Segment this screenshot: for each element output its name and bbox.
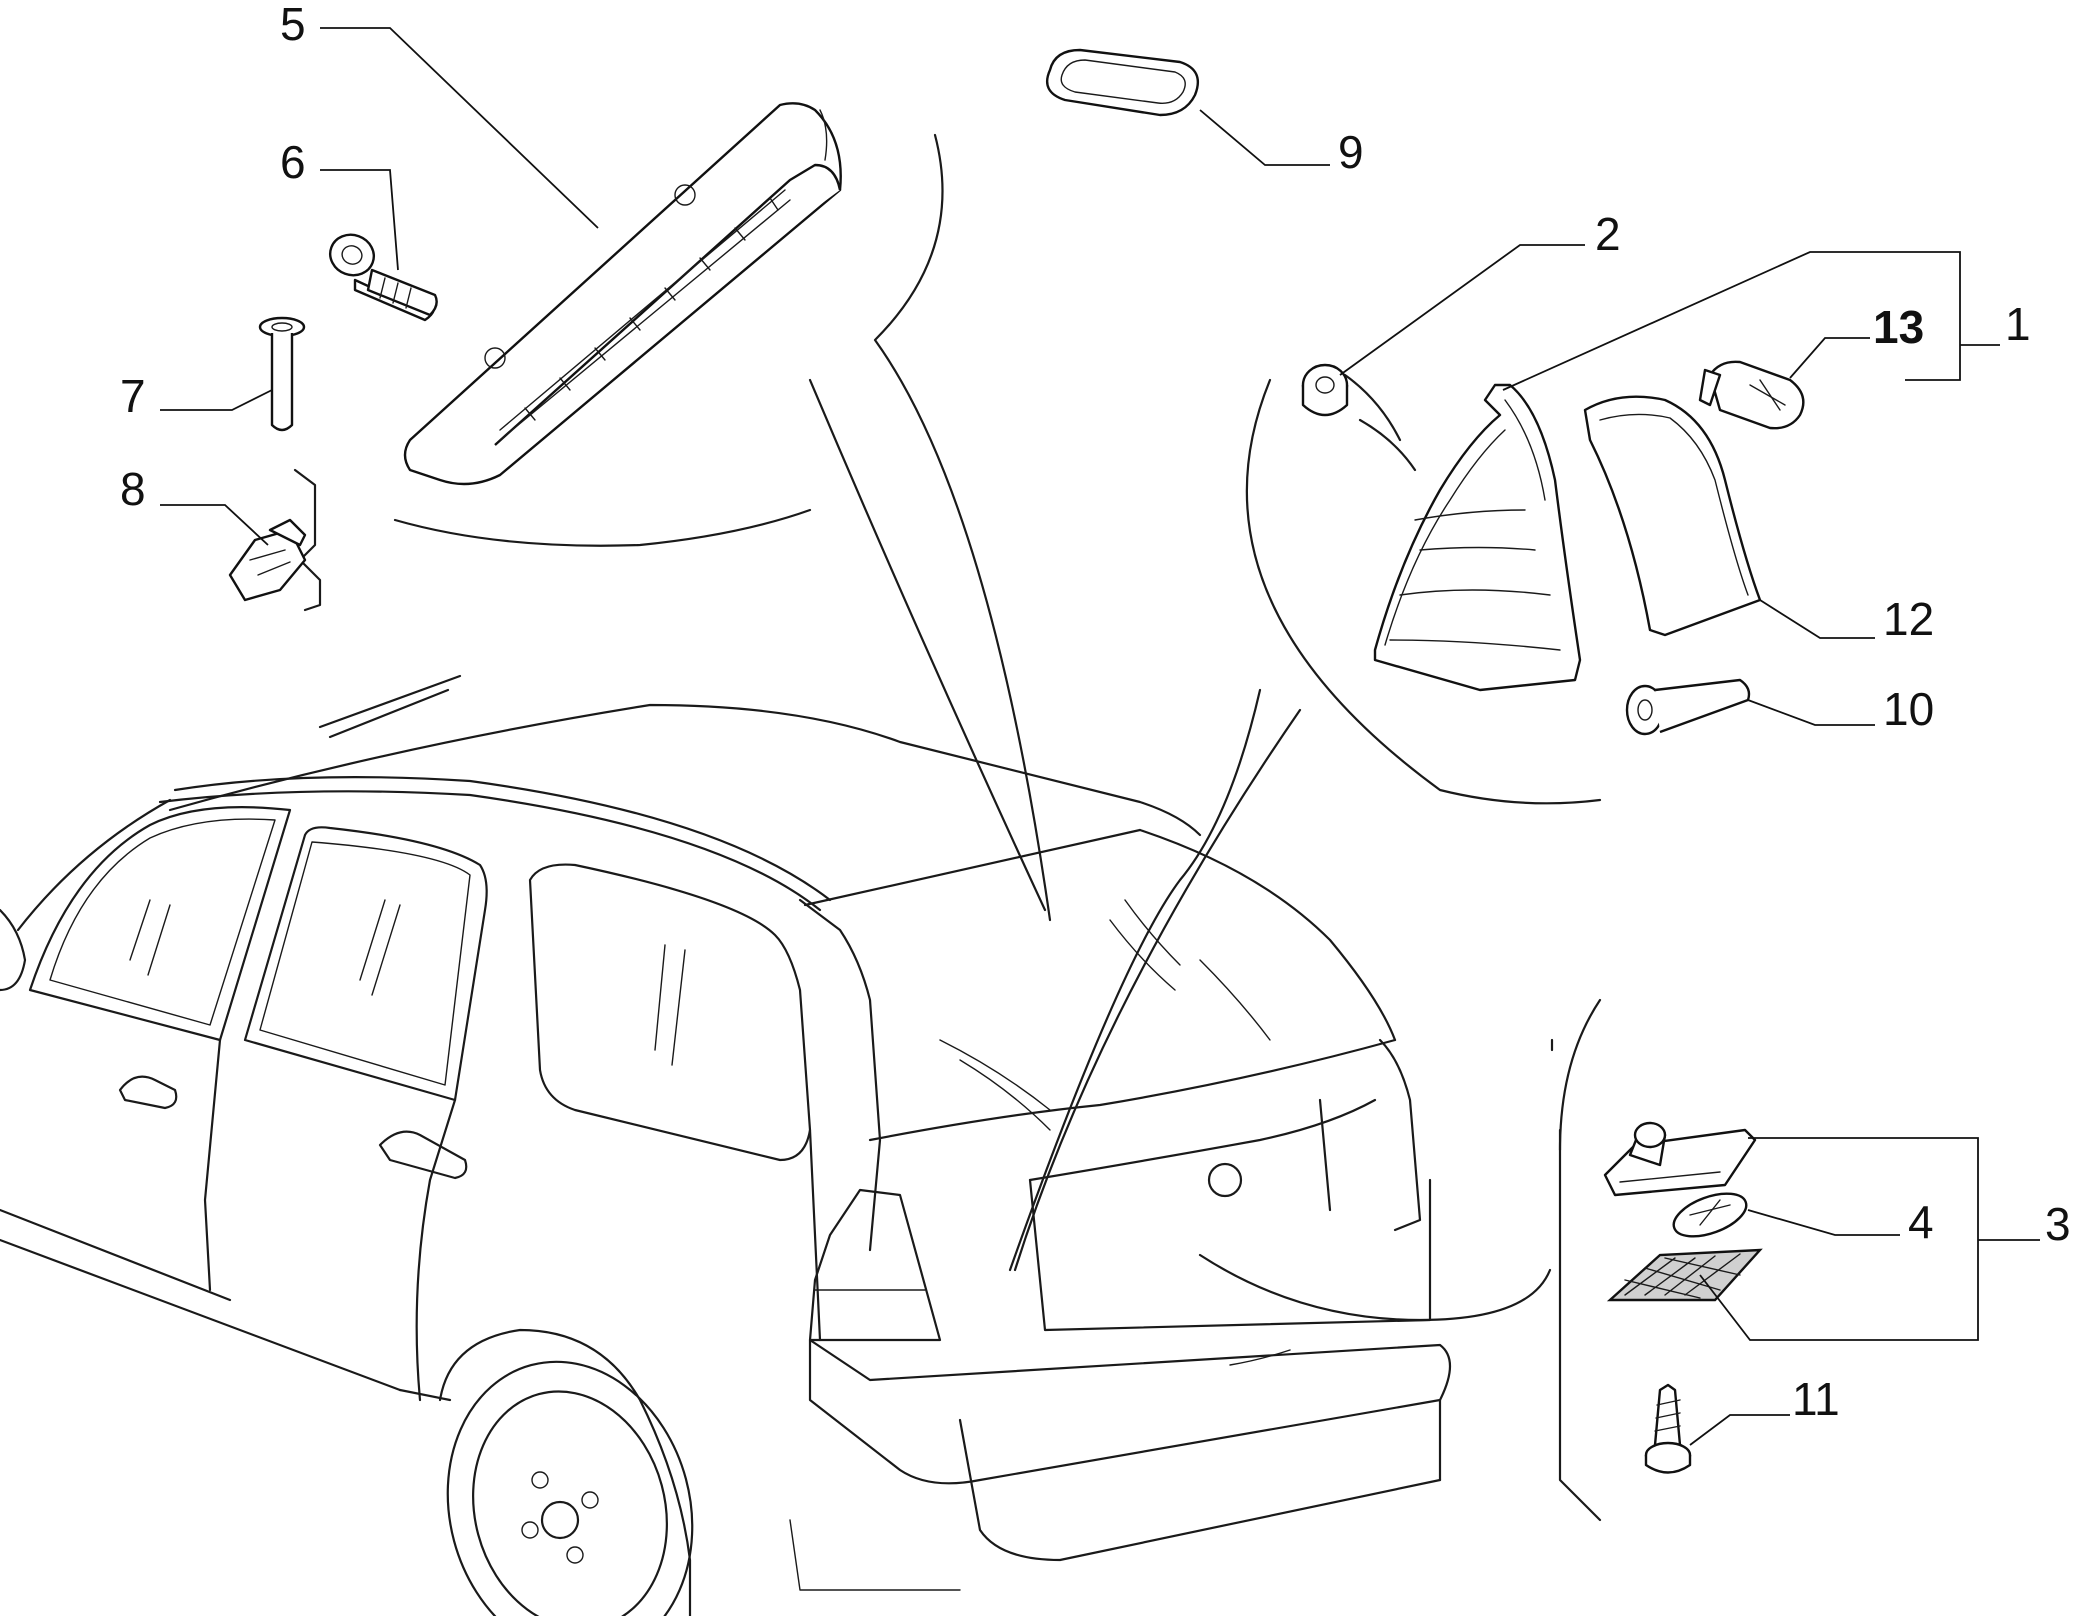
callout-labels: 5 6 7 8 9 2 13 1 12 10 4 3 11: [120, 0, 2071, 1425]
plug-icon: [1625, 678, 1751, 736]
third-brake-light-icon: [403, 102, 842, 486]
nut-icon: [1301, 363, 1349, 417]
station-wagon-icon: [0, 674, 1451, 1616]
callout-5: 5: [280, 0, 306, 50]
callout-11: 11: [1792, 1373, 1840, 1425]
plate-lamp-icon: [1603, 1121, 1757, 1197]
rivet-icon: [258, 316, 306, 432]
callout-12: 12: [1883, 593, 1934, 645]
bulb-icon: [1698, 360, 1805, 430]
callout-7: 7: [120, 370, 146, 422]
tail-lamp-icon: [1373, 383, 1582, 692]
detail-arcs: [293, 133, 1602, 1522]
callout-6: 6: [280, 136, 306, 188]
screw-icon: [329, 233, 438, 322]
callout-3: 3: [2045, 1198, 2071, 1250]
callout-2: 2: [1595, 208, 1621, 260]
tapping-screw-icon: [1644, 1383, 1692, 1474]
plate-bulb-icon: [1672, 1192, 1748, 1238]
callout-10: 10: [1883, 683, 1934, 735]
leader-lines: [160, 27, 2040, 1446]
callout-4: 4: [1908, 1196, 1934, 1248]
lens-cover-icon: [1583, 395, 1762, 637]
grommet-icon: [1045, 48, 1200, 117]
plate-lens-icon: [1606, 1248, 1763, 1302]
callout-8: 8: [120, 463, 146, 515]
callout-13: 13: [1873, 301, 1924, 353]
wedge-bulb-icon: [228, 518, 307, 602]
callout-1: 1: [2005, 298, 2031, 350]
callout-9: 9: [1338, 126, 1364, 178]
